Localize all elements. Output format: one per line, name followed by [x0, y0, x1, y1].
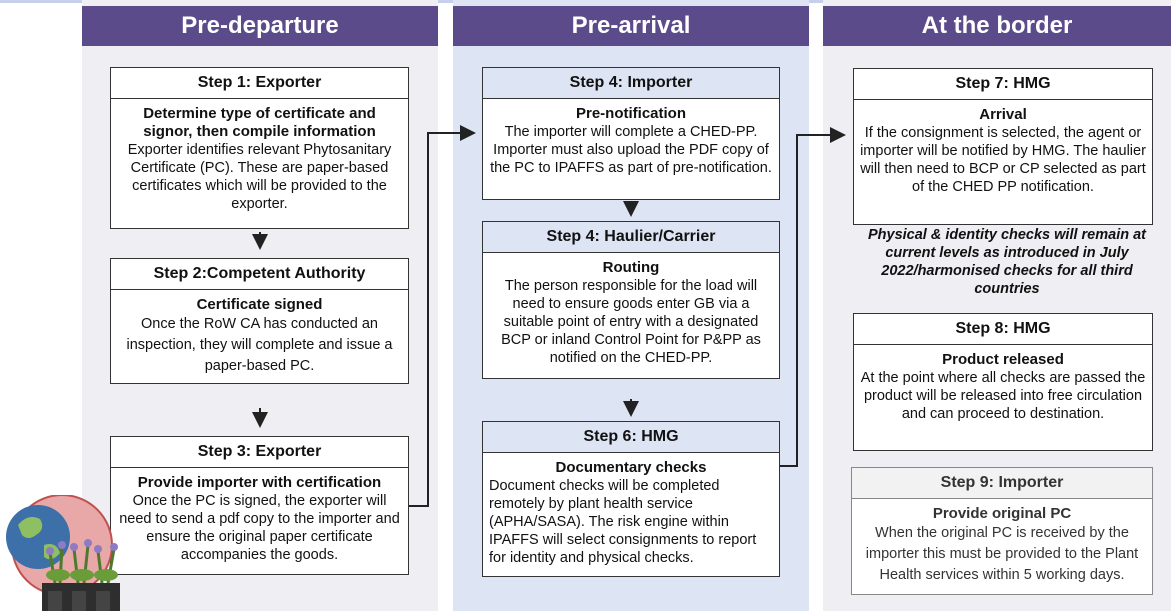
step-8-box: Step 8: HMG Product released At the poin…: [853, 313, 1153, 451]
column-header-pre-arrival: Pre-arrival: [453, 6, 809, 46]
step-4-haulier-subtitle: Routing: [602, 259, 660, 276]
step-4-haulier-text: The person responsible for the load will…: [501, 278, 761, 366]
step-4-importer-subtitle: Pre-notification: [575, 105, 686, 122]
step-9-text: When the original PC is received by the …: [865, 525, 1139, 583]
step-2-box: Step 2:Competent Authority Certificate s…: [110, 258, 409, 384]
step-1-title: Step 1: Exporter: [111, 68, 408, 99]
arrow-step6-to-step7: [780, 127, 846, 467]
plant-pot-icon: [42, 539, 120, 611]
step-2-title: Step 2:Competent Authority: [111, 259, 408, 290]
column-header-pre-departure: Pre-departure: [82, 6, 438, 46]
step-2-subtitle: Certificate signed: [196, 296, 323, 313]
step-4-importer-title: Step 4: Importer: [483, 68, 779, 99]
step-6-text: Document checks will be completed remote…: [489, 478, 757, 566]
step-4-haulier-title: Step 4: Haulier/Carrier: [483, 222, 779, 253]
step-3-subtitle: Provide importer with certification: [137, 474, 382, 491]
step-4-importer-text: The importer will complete a CHED-PP. Im…: [490, 124, 772, 176]
step-7-text: If the consignment is selected, the agen…: [860, 125, 1146, 195]
step-9-box: Step 9: Importer Provide original PC Whe…: [851, 467, 1153, 595]
step-2-text: Once the RoW CA has conducted an inspect…: [126, 316, 393, 374]
step-6-subtitle: Documentary checks: [555, 459, 707, 476]
step-3-box: Step 3: Exporter Provide importer with c…: [110, 436, 409, 575]
step-3-title: Step 3: Exporter: [111, 437, 408, 468]
step-1-subtitle: Determine type of certificate and signor…: [143, 105, 376, 140]
step-8-subtitle: Product released: [942, 351, 1064, 368]
arrow-step3-to-step4: [409, 125, 476, 507]
globe-plant-illustration: [6, 495, 120, 611]
step-8-title: Step 8: HMG: [854, 314, 1152, 345]
step-9-title: Step 9: Importer: [852, 468, 1152, 499]
step-1-text: Exporter identifies relevant Phytosanita…: [127, 142, 392, 212]
step-1-box: Step 1: Exporter Determine type of certi…: [110, 67, 409, 229]
step-4-importer-box: Step 4: Importer Pre-notification The im…: [482, 67, 780, 200]
step-6-title: Step 6: HMG: [483, 422, 779, 453]
step-3-text: Once the PC is signed, the exporter will…: [119, 493, 400, 563]
step-7-subtitle: Arrival: [979, 106, 1027, 123]
step-9-subtitle: Provide original PC: [932, 505, 1072, 522]
column-header-at-the-border: At the border: [823, 6, 1171, 46]
step-7-title: Step 7: HMG: [854, 69, 1152, 100]
step-6-box: Step 6: HMG Documentary checks Document …: [482, 421, 780, 577]
checks-note: Physical & identity checks will remain a…: [867, 227, 1147, 297]
step-7-box: Step 7: HMG Arrival If the consignment i…: [853, 68, 1153, 225]
step-8-text: At the point where all checks are passed…: [860, 370, 1146, 422]
step-4-haulier-box: Step 4: Haulier/Carrier Routing The pers…: [482, 221, 780, 379]
